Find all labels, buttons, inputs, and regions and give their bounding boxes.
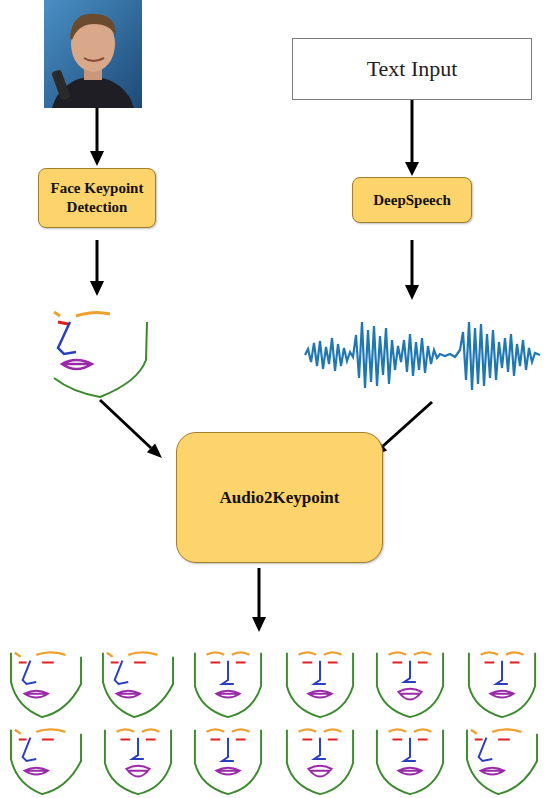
keypoint-frame xyxy=(469,652,535,717)
audio-waveform xyxy=(305,322,540,390)
input-box: Text Input xyxy=(292,38,532,100)
keypoint-frame xyxy=(377,729,443,794)
keypoint-frame xyxy=(103,652,173,717)
node-label: DeepSpeech xyxy=(373,191,451,210)
keypoint-frame xyxy=(195,729,261,794)
keypoint-frame xyxy=(105,729,171,794)
input-photo xyxy=(44,0,142,108)
flow-arrow xyxy=(405,100,419,176)
node-label: Face Keypoint Detection xyxy=(41,179,153,217)
keypoint-sketch xyxy=(54,312,147,397)
keypoint-frame xyxy=(11,729,81,794)
keypoint-frame xyxy=(377,652,443,717)
process-box: Face Keypoint Detection xyxy=(38,168,156,228)
node-label: Text Input xyxy=(367,56,458,82)
keypoint-frame xyxy=(195,652,261,717)
keypoint-frame xyxy=(11,652,81,717)
process-box: DeepSpeech xyxy=(352,177,472,223)
keypoint-frame xyxy=(287,652,353,717)
output-keypoint-frames xyxy=(11,652,537,794)
node-label: Audio2Keypoint xyxy=(220,488,340,508)
keypoint-frame xyxy=(287,729,353,794)
model-box: Audio2Keypoint xyxy=(176,432,383,563)
keypoint-frame xyxy=(467,729,537,794)
